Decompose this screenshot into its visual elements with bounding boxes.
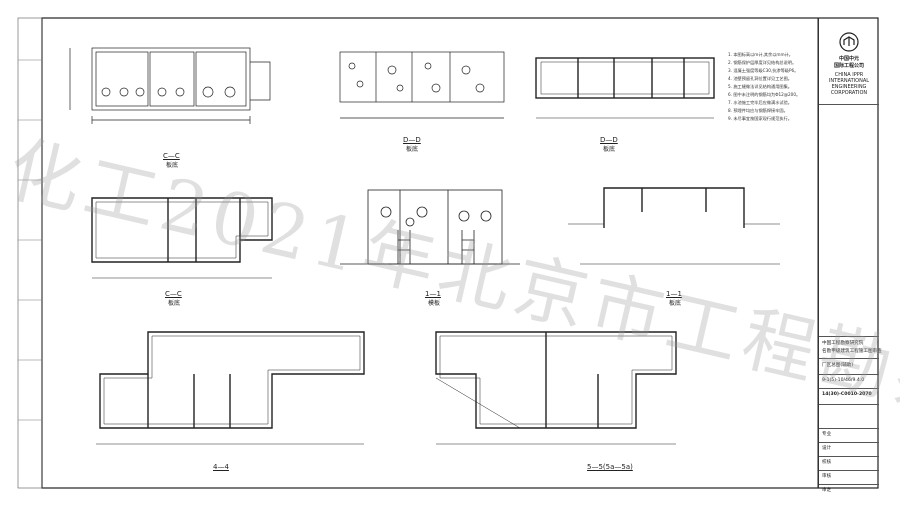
view-title-cc2: C—C: [165, 290, 182, 298]
binding-margin: [17, 17, 43, 489]
role-1: 专业: [822, 432, 832, 437]
company-name-en-4: CORPORATION: [830, 90, 868, 96]
project-line-3: 厂区总图(辅助): [822, 363, 854, 368]
project-line-1: 中国工程勘察研究院: [822, 341, 864, 346]
company-logo-icon: [839, 32, 859, 52]
section-view-44: [96, 331, 365, 445]
note-2: 2. 钢筋保护层厚度详见结构总说明。: [728, 60, 797, 65]
project-line-2: 名勘甲级建筑工程施工图审查: [822, 349, 882, 354]
note-1: 1. 本图标高以m计,其余以mm计。: [728, 52, 793, 57]
view-sub-dd: 板底: [406, 146, 419, 153]
plan-view-cc2: [91, 197, 273, 279]
binding-ticks: [18, 59, 42, 421]
role-2: 设计: [822, 446, 832, 451]
plan-view-dd2: [535, 57, 715, 119]
note-8: 8. 预埋件均应与钢筋焊接牢固。: [728, 108, 788, 113]
view-title-11: 1—1: [425, 290, 441, 298]
section-view-11: [340, 189, 520, 265]
view-title-cc1: C—C: [163, 152, 180, 160]
role-4: 审核: [822, 474, 832, 479]
view-sub-11b: 板底: [669, 300, 682, 307]
drawing-code: 14(30)-C0010-2070: [822, 392, 872, 397]
view-sub-cc1: 板底: [166, 162, 179, 169]
section-view-11b: [568, 187, 780, 265]
company-name-cn2: 国际工程公司: [833, 63, 864, 69]
drawing-number: 9-1(5)-10/46/9.4.0: [822, 378, 865, 383]
view-title-dd: D—D: [403, 136, 421, 144]
view-title-dd2: D—D: [600, 136, 618, 144]
note-7: 7. 水池施工完毕后应做满水试验。: [728, 100, 792, 105]
company-name-cn: 中国中元: [838, 56, 859, 62]
role-5: 审定: [822, 488, 832, 493]
title-block: 中国中元 国际工程公司 CHINA IPPR INTERNATIONAL ENG…: [818, 18, 882, 493]
view-sub-dd2: 板底: [603, 146, 616, 153]
view-title-11b: 1—1: [666, 290, 682, 298]
note-4: 4. 池壁预留孔洞位置详见工艺图。: [728, 76, 792, 81]
plan-view-cc1: [69, 47, 271, 124]
note-9: 9. 未尽事宜按国家现行规范执行。: [728, 116, 792, 121]
company-name-en-2: INTERNATIONAL: [828, 78, 870, 84]
view-title-44: 4—4: [213, 463, 229, 471]
note-5: 5. 施工缝做法详见结构通用图集。: [728, 84, 792, 89]
view-title-55: 5—5(5a—5a): [587, 463, 633, 471]
plan-view-dd: [339, 51, 505, 119]
view-sub-11: 模板: [428, 300, 441, 307]
note-6: 6. 图中未注明的钢筋均为Φ12@200。: [728, 92, 801, 97]
section-view-55: [435, 331, 677, 445]
company-name-en-3: ENGINEERING: [831, 84, 867, 90]
view-sub-cc2: 板底: [168, 300, 181, 307]
role-3: 校核: [822, 460, 832, 465]
company-name-en-1: CHINA IPPR: [834, 72, 864, 78]
note-3: 3. 混凝土强度等级C30,抗渗等级P6。: [728, 68, 799, 73]
